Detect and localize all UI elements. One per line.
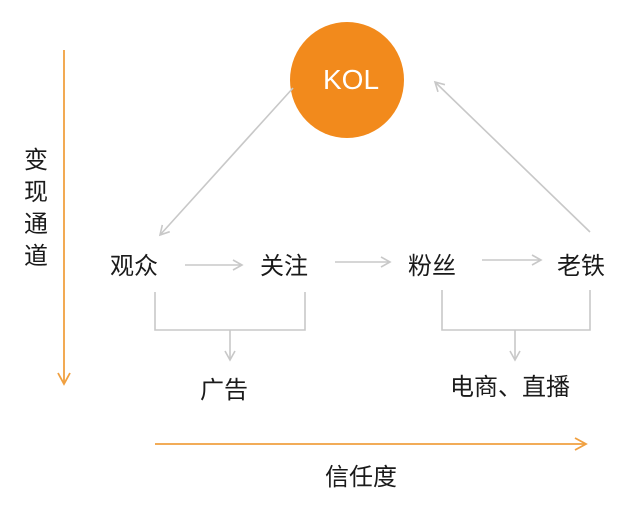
axis-vertical-title: 变现通道 <box>24 146 48 270</box>
bracket-left <box>154 292 306 331</box>
outcome-ads: 广告 <box>200 376 248 404</box>
node-loyal-fans: 老铁 <box>557 252 605 280</box>
arrow-fans-to-kol <box>433 80 591 233</box>
arrow-kol-to-audience <box>158 87 294 237</box>
node-fans: 粉丝 <box>408 252 456 280</box>
kol-label: KOL <box>323 64 380 95</box>
node-audience: 观众 <box>110 252 158 280</box>
axis-horizontal-title: 信任度 <box>325 463 397 491</box>
bracket-right <box>441 290 591 331</box>
node-follow: 关注 <box>260 252 308 280</box>
kol-circle <box>290 22 404 138</box>
outcome-ecommerce-live: 电商、直播 <box>450 373 570 401</box>
